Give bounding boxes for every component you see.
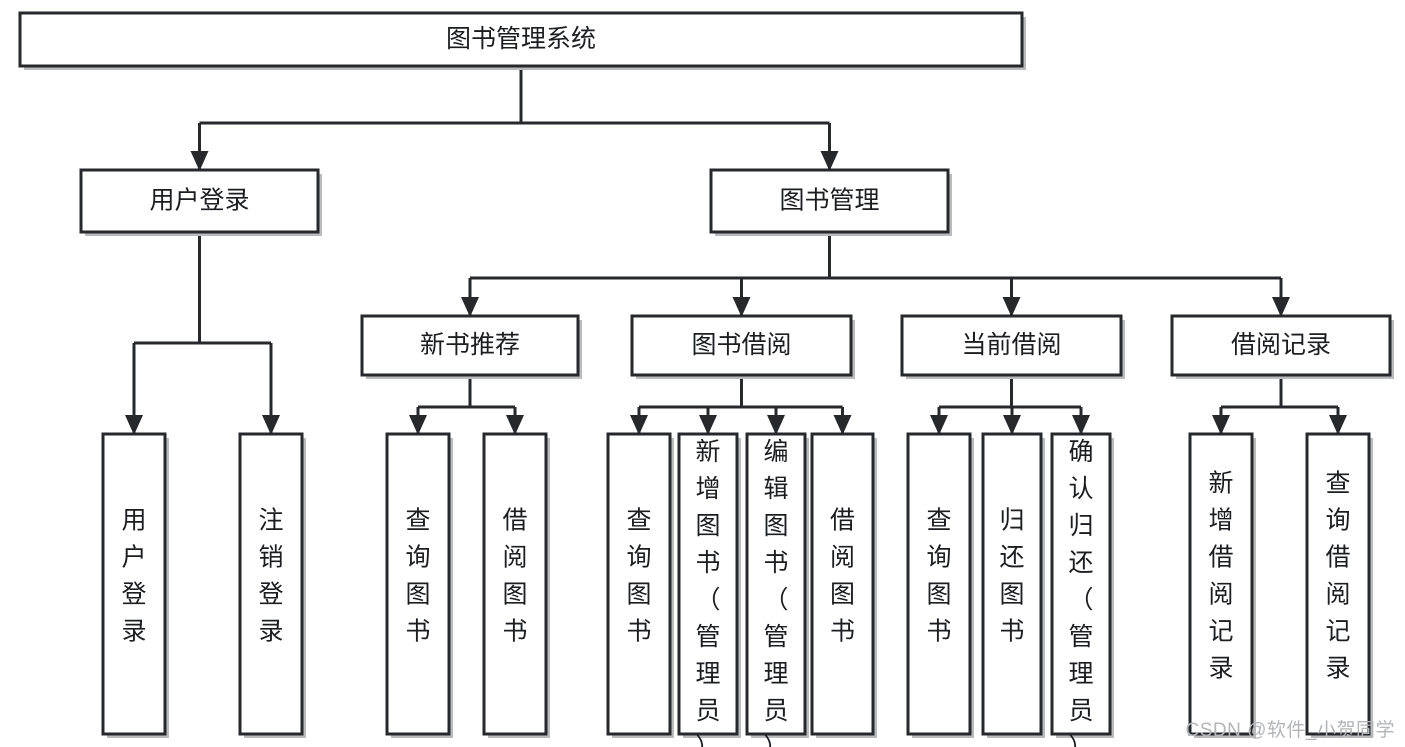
node-current-borrow: 当前借阅 <box>900 314 1125 379</box>
node-label: 用户登录 <box>149 187 249 215</box>
node-box <box>630 314 853 377</box>
arrow-head-icon <box>699 415 717 435</box>
arrow-head-icon <box>833 415 852 435</box>
node-root: 图书管理系统 <box>18 11 1026 70</box>
node-book-manage: 图书管理 <box>709 168 952 236</box>
arrow-head-icon <box>262 415 280 435</box>
node-label: 图书借阅 <box>691 331 791 359</box>
node-label: 借阅记录 <box>1231 331 1331 359</box>
edge-group-book-borrow <box>630 375 852 435</box>
node-new-book-rec: 新书推荐 <box>360 314 582 379</box>
node-leaf-add-book: 新增图书（管理员） <box>677 432 741 747</box>
node-box <box>360 314 580 377</box>
node-box <box>981 432 1043 736</box>
node-label: 用户登录 <box>121 507 146 646</box>
node-leaf-borrow-book-b: 借阅图书 <box>810 432 877 738</box>
arrow-head-icon <box>125 415 143 435</box>
node-box <box>810 432 875 736</box>
node-leaf-query-book-c: 查询图书 <box>906 432 974 738</box>
node-box <box>1305 432 1371 736</box>
node-label: 图书管理 <box>779 187 879 215</box>
edge-group-user-login <box>125 232 280 435</box>
edges-layer <box>125 66 1347 435</box>
node-label: 编辑图书（管理员） <box>763 438 788 747</box>
node-leaf-query-book-rec: 查询图书 <box>385 432 453 738</box>
node-label: 当前借阅 <box>961 331 1061 359</box>
node-label: 查询图书 <box>626 507 651 646</box>
node-label: 查询图书 <box>405 507 430 646</box>
arrow-head-icon <box>930 415 948 435</box>
node-label: 确认归还（管理员） <box>1068 438 1093 747</box>
node-box <box>606 432 672 736</box>
arrow-head-icon <box>1003 415 1021 435</box>
arrow-head-icon <box>190 151 209 171</box>
node-leaf-user-login: 用户登录 <box>101 432 169 738</box>
arrow-head-icon <box>1329 415 1347 435</box>
node-box <box>1188 432 1254 736</box>
node-leaf-confirm-return: 确认归还（管理员） <box>1050 432 1114 747</box>
node-box <box>18 11 1024 68</box>
node-label: 新增借阅记录 <box>1208 470 1233 683</box>
node-box <box>482 432 548 736</box>
node-label: 图书管理系统 <box>446 25 596 53</box>
edge-group-new-book-rec <box>409 375 524 435</box>
node-label: 新增图书（管理员） <box>695 438 720 747</box>
node-box <box>101 432 167 736</box>
node-leaf-borrow-book-rec: 借阅图书 <box>482 432 550 738</box>
node-leaf-logout: 注销登录 <box>238 432 306 738</box>
arrow-head-icon <box>461 297 479 317</box>
node-box <box>709 168 950 234</box>
node-label: 查询图书 <box>926 507 951 646</box>
edge-group-root <box>190 66 839 171</box>
node-book-borrow: 图书借阅 <box>630 314 855 379</box>
node-leaf-query-record: 查询借阅记录 <box>1305 432 1373 738</box>
node-label: 查询借阅记录 <box>1325 470 1350 683</box>
node-box <box>900 314 1123 377</box>
arrow-head-icon <box>630 415 648 435</box>
node-leaf-query-book-b: 查询图书 <box>606 432 674 738</box>
nodes-layer: 图书管理系统用户登录图书管理新书推荐图书借阅当前借阅借阅记录用户登录注销登录查询… <box>18 11 1394 747</box>
node-borrow-record: 借阅记录 <box>1170 314 1394 379</box>
node-label: 注销登录 <box>258 507 283 646</box>
node-box <box>677 432 739 736</box>
arrow-head-icon <box>1072 415 1090 435</box>
node-label: 借阅图书 <box>502 507 527 646</box>
arrow-head-icon <box>409 415 427 435</box>
arrow-head-icon <box>767 415 785 435</box>
node-box <box>1170 314 1392 377</box>
node-leaf-return-book: 归还图书 <box>981 432 1045 738</box>
node-user-login: 用户登录 <box>79 168 322 236</box>
watermark-text: CSDN @软件_小贺同学 <box>1185 720 1395 741</box>
node-leaf-edit-book: 编辑图书（管理员） <box>745 432 809 747</box>
arrow-head-icon <box>732 297 751 317</box>
node-box <box>385 432 451 736</box>
node-box <box>79 168 320 234</box>
arrow-head-icon <box>820 151 839 171</box>
node-label: 借阅图书 <box>830 507 855 646</box>
node-leaf-add-record: 新增借阅记录 <box>1188 432 1256 738</box>
node-box <box>745 432 807 736</box>
node-label: 新书推荐 <box>420 331 520 359</box>
arrow-head-icon <box>506 415 524 435</box>
edge-group-borrow-record <box>1212 375 1347 435</box>
arrow-head-icon <box>1272 297 1290 317</box>
edge-group-book-manage <box>461 232 1290 317</box>
arrow-head-icon <box>1212 415 1230 435</box>
node-box <box>1050 432 1112 736</box>
node-box <box>238 432 304 736</box>
node-box <box>906 432 972 736</box>
edge-group-current-borrow <box>930 375 1090 435</box>
node-label: 归还图书 <box>999 507 1024 646</box>
arrow-head-icon <box>1002 297 1021 317</box>
